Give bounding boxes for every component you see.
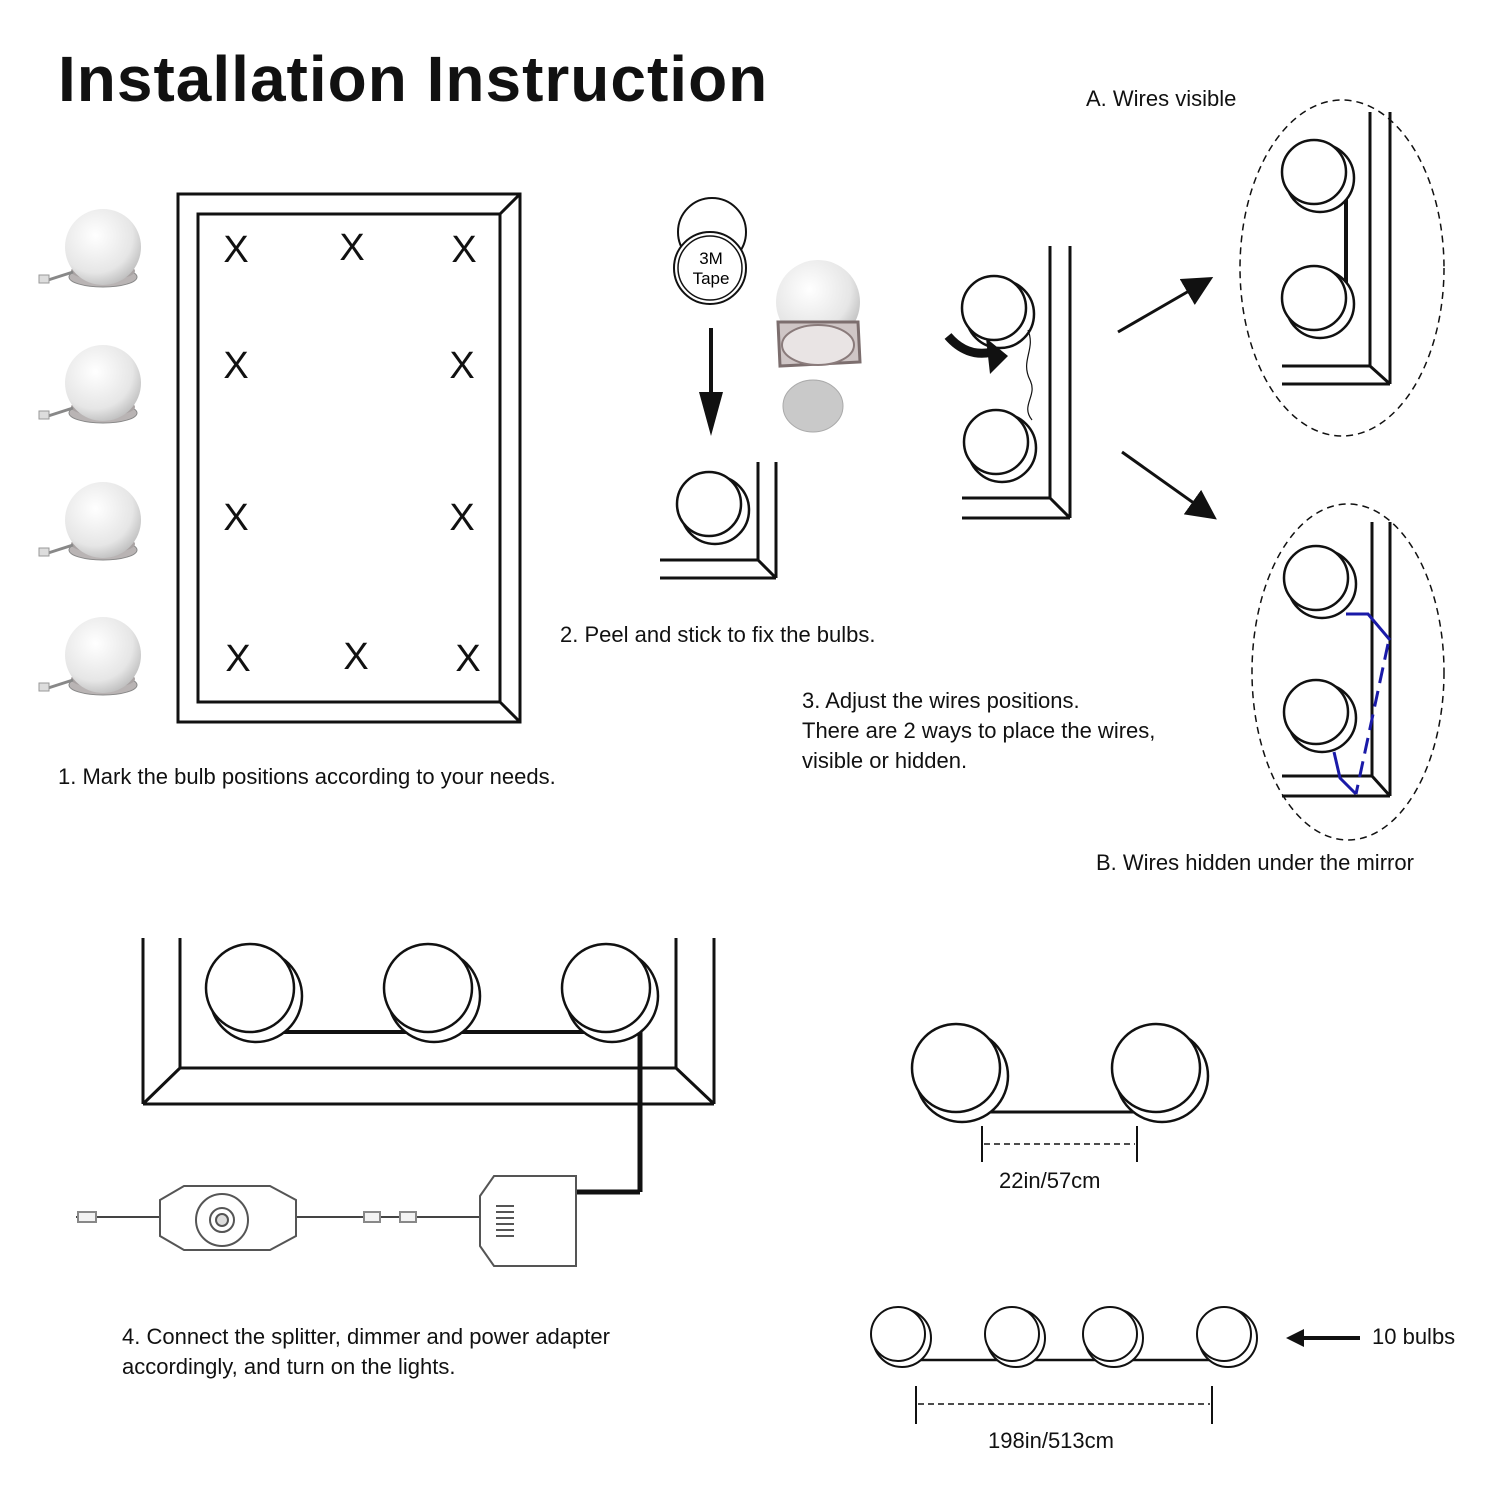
bulb-spacing-figure — [910, 1022, 1210, 1162]
total-length-label: 198in/513cm — [988, 1428, 1114, 1453]
mark-x: X — [223, 229, 248, 271]
bulb-icon — [38, 482, 141, 561]
step1-label: 1. Mark the bulb positions according to … — [58, 764, 556, 789]
mark-x: X — [449, 345, 474, 387]
mark-x: X — [449, 497, 474, 539]
option-a-wires-visible — [1239, 99, 1445, 437]
tape-roll: 3M Tape — [673, 197, 747, 305]
step4-label-line1: 4. Connect the splitter, dimmer and powe… — [122, 1324, 610, 1349]
mark-x: X — [455, 638, 480, 680]
bulb-icon — [38, 617, 141, 696]
step3-label-line1: 3. Adjust the wires positions. — [802, 688, 1080, 713]
mark-x: X — [223, 345, 248, 387]
mark-x: X — [223, 497, 248, 539]
step4-label-line2: accordingly, and turn on the lights. — [122, 1354, 456, 1379]
wire-adjust-figure — [960, 246, 1072, 520]
tape-label: 3M — [699, 249, 723, 268]
bulb-count-label: 10 bulbs — [1372, 1324, 1456, 1349]
bulb-spacing-label: 22in/57cm — [999, 1168, 1101, 1193]
hidden-wire — [1354, 643, 1390, 795]
step3-label-line3: visible or hidden. — [802, 748, 968, 773]
bulb-icon — [38, 209, 141, 288]
page-title: Installation Instruction — [58, 43, 769, 115]
step3-label-line2: There are 2 ways to place the wires, — [802, 718, 1156, 743]
mounted-bulb-corner — [660, 462, 778, 580]
option-a-label: A. Wires visible — [1086, 86, 1237, 111]
mounted-bulbs-row — [204, 942, 660, 1192]
option-b-wires-hidden — [1251, 503, 1445, 841]
mark-x: X — [343, 636, 368, 678]
mark-x: X — [451, 229, 476, 271]
arrow-to-option-b — [1121, 450, 1217, 520]
bulb-position-marks: X X X X X X X X X X — [223, 227, 480, 680]
hidden-wire — [1346, 612, 1392, 641]
step2-label: 2. Peel and stick to fix the bulbs. — [560, 622, 876, 647]
loose-bulbs — [38, 209, 141, 696]
arrow-to-option-a — [1117, 276, 1214, 334]
mark-x: X — [225, 638, 250, 680]
mirror-bottom-edge — [141, 938, 716, 1106]
dimmer-icon — [159, 1185, 297, 1251]
option-b-label: B. Wires hidden under the mirror — [1096, 850, 1414, 875]
mirror-frame — [176, 192, 522, 724]
bulb-icon — [38, 345, 141, 424]
cable-and-connectors — [76, 1189, 640, 1223]
left-arrow-icon — [1286, 1329, 1360, 1347]
down-arrow-icon — [699, 328, 723, 436]
bulb-with-base-icon — [776, 260, 862, 433]
hidden-wire — [1332, 751, 1358, 796]
splitter-icon — [479, 1175, 577, 1267]
curved-arrow-icon — [944, 332, 1008, 374]
tape-label: Tape — [693, 269, 730, 288]
bulb-strand-figure — [870, 1306, 1258, 1424]
mark-x: X — [339, 227, 364, 269]
